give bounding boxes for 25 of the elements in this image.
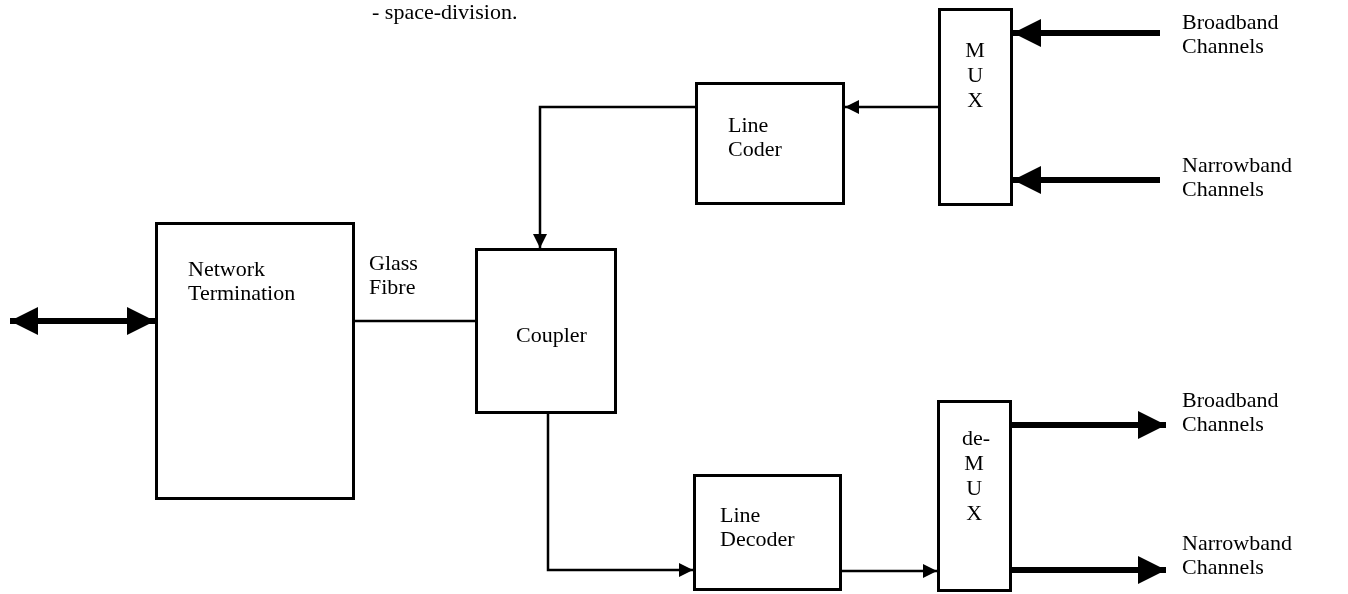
- process-box: [937, 400, 1012, 592]
- process-box: [155, 222, 355, 500]
- arrow: [1013, 166, 1160, 194]
- block-label: M U X: [964, 37, 986, 112]
- process-box: [693, 474, 842, 591]
- arrow: [1013, 19, 1160, 47]
- arrow: [10, 307, 155, 335]
- block-label: Network Termination: [188, 257, 297, 305]
- arrow: [546, 414, 693, 577]
- block-label: Line Coder: [728, 113, 783, 161]
- channel-label: Broadband Channels: [1182, 388, 1280, 436]
- arrow: [842, 564, 937, 578]
- channel-label: Broadband Channels: [1182, 10, 1280, 58]
- process-box: [695, 82, 845, 205]
- process-box: [938, 8, 1013, 206]
- process-box: [475, 248, 617, 414]
- arrow: [533, 105, 695, 248]
- block-label: Coupler: [516, 323, 588, 347]
- arrow: [845, 100, 938, 114]
- arrow: [1012, 556, 1166, 584]
- note: - space-division.: [372, 0, 518, 24]
- channel-label: Narrowband Channels: [1182, 153, 1293, 201]
- channel-label: Narrowband Channels: [1182, 531, 1293, 579]
- block-label: Line Decoder: [720, 503, 796, 551]
- arrow: [1012, 411, 1166, 439]
